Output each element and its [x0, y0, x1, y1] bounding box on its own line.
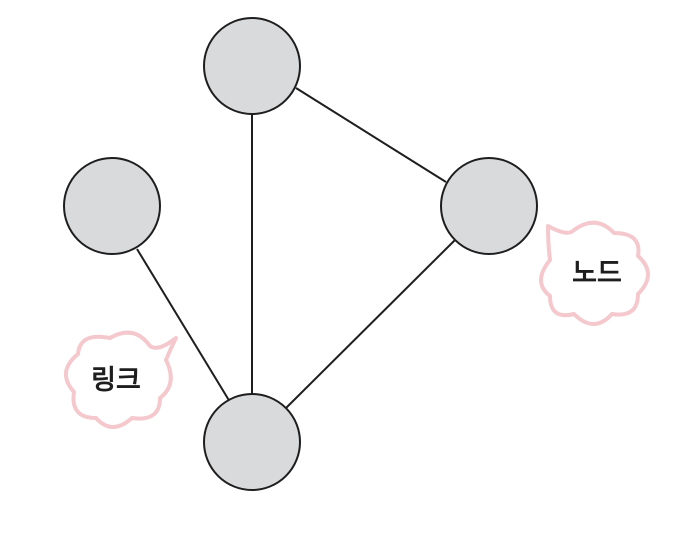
node-callout-label: 노드 — [572, 258, 622, 289]
node-top — [203, 17, 301, 115]
link-callout-bubble — [64, 330, 178, 429]
edges — [136, 87, 457, 410]
link-callout-label: 링크 — [91, 365, 141, 396]
node-right — [440, 157, 538, 255]
nodes — [63, 17, 538, 491]
edge-top-right — [295, 87, 447, 183]
edge-left-bottom — [136, 248, 231, 403]
node-callout: 노드 — [539, 220, 650, 326]
edge-right-bottom — [284, 238, 457, 410]
node-bottom — [203, 393, 301, 491]
node-callout-bubble — [539, 220, 650, 326]
node-left — [63, 157, 161, 255]
link-callout: 링크 — [64, 330, 178, 429]
